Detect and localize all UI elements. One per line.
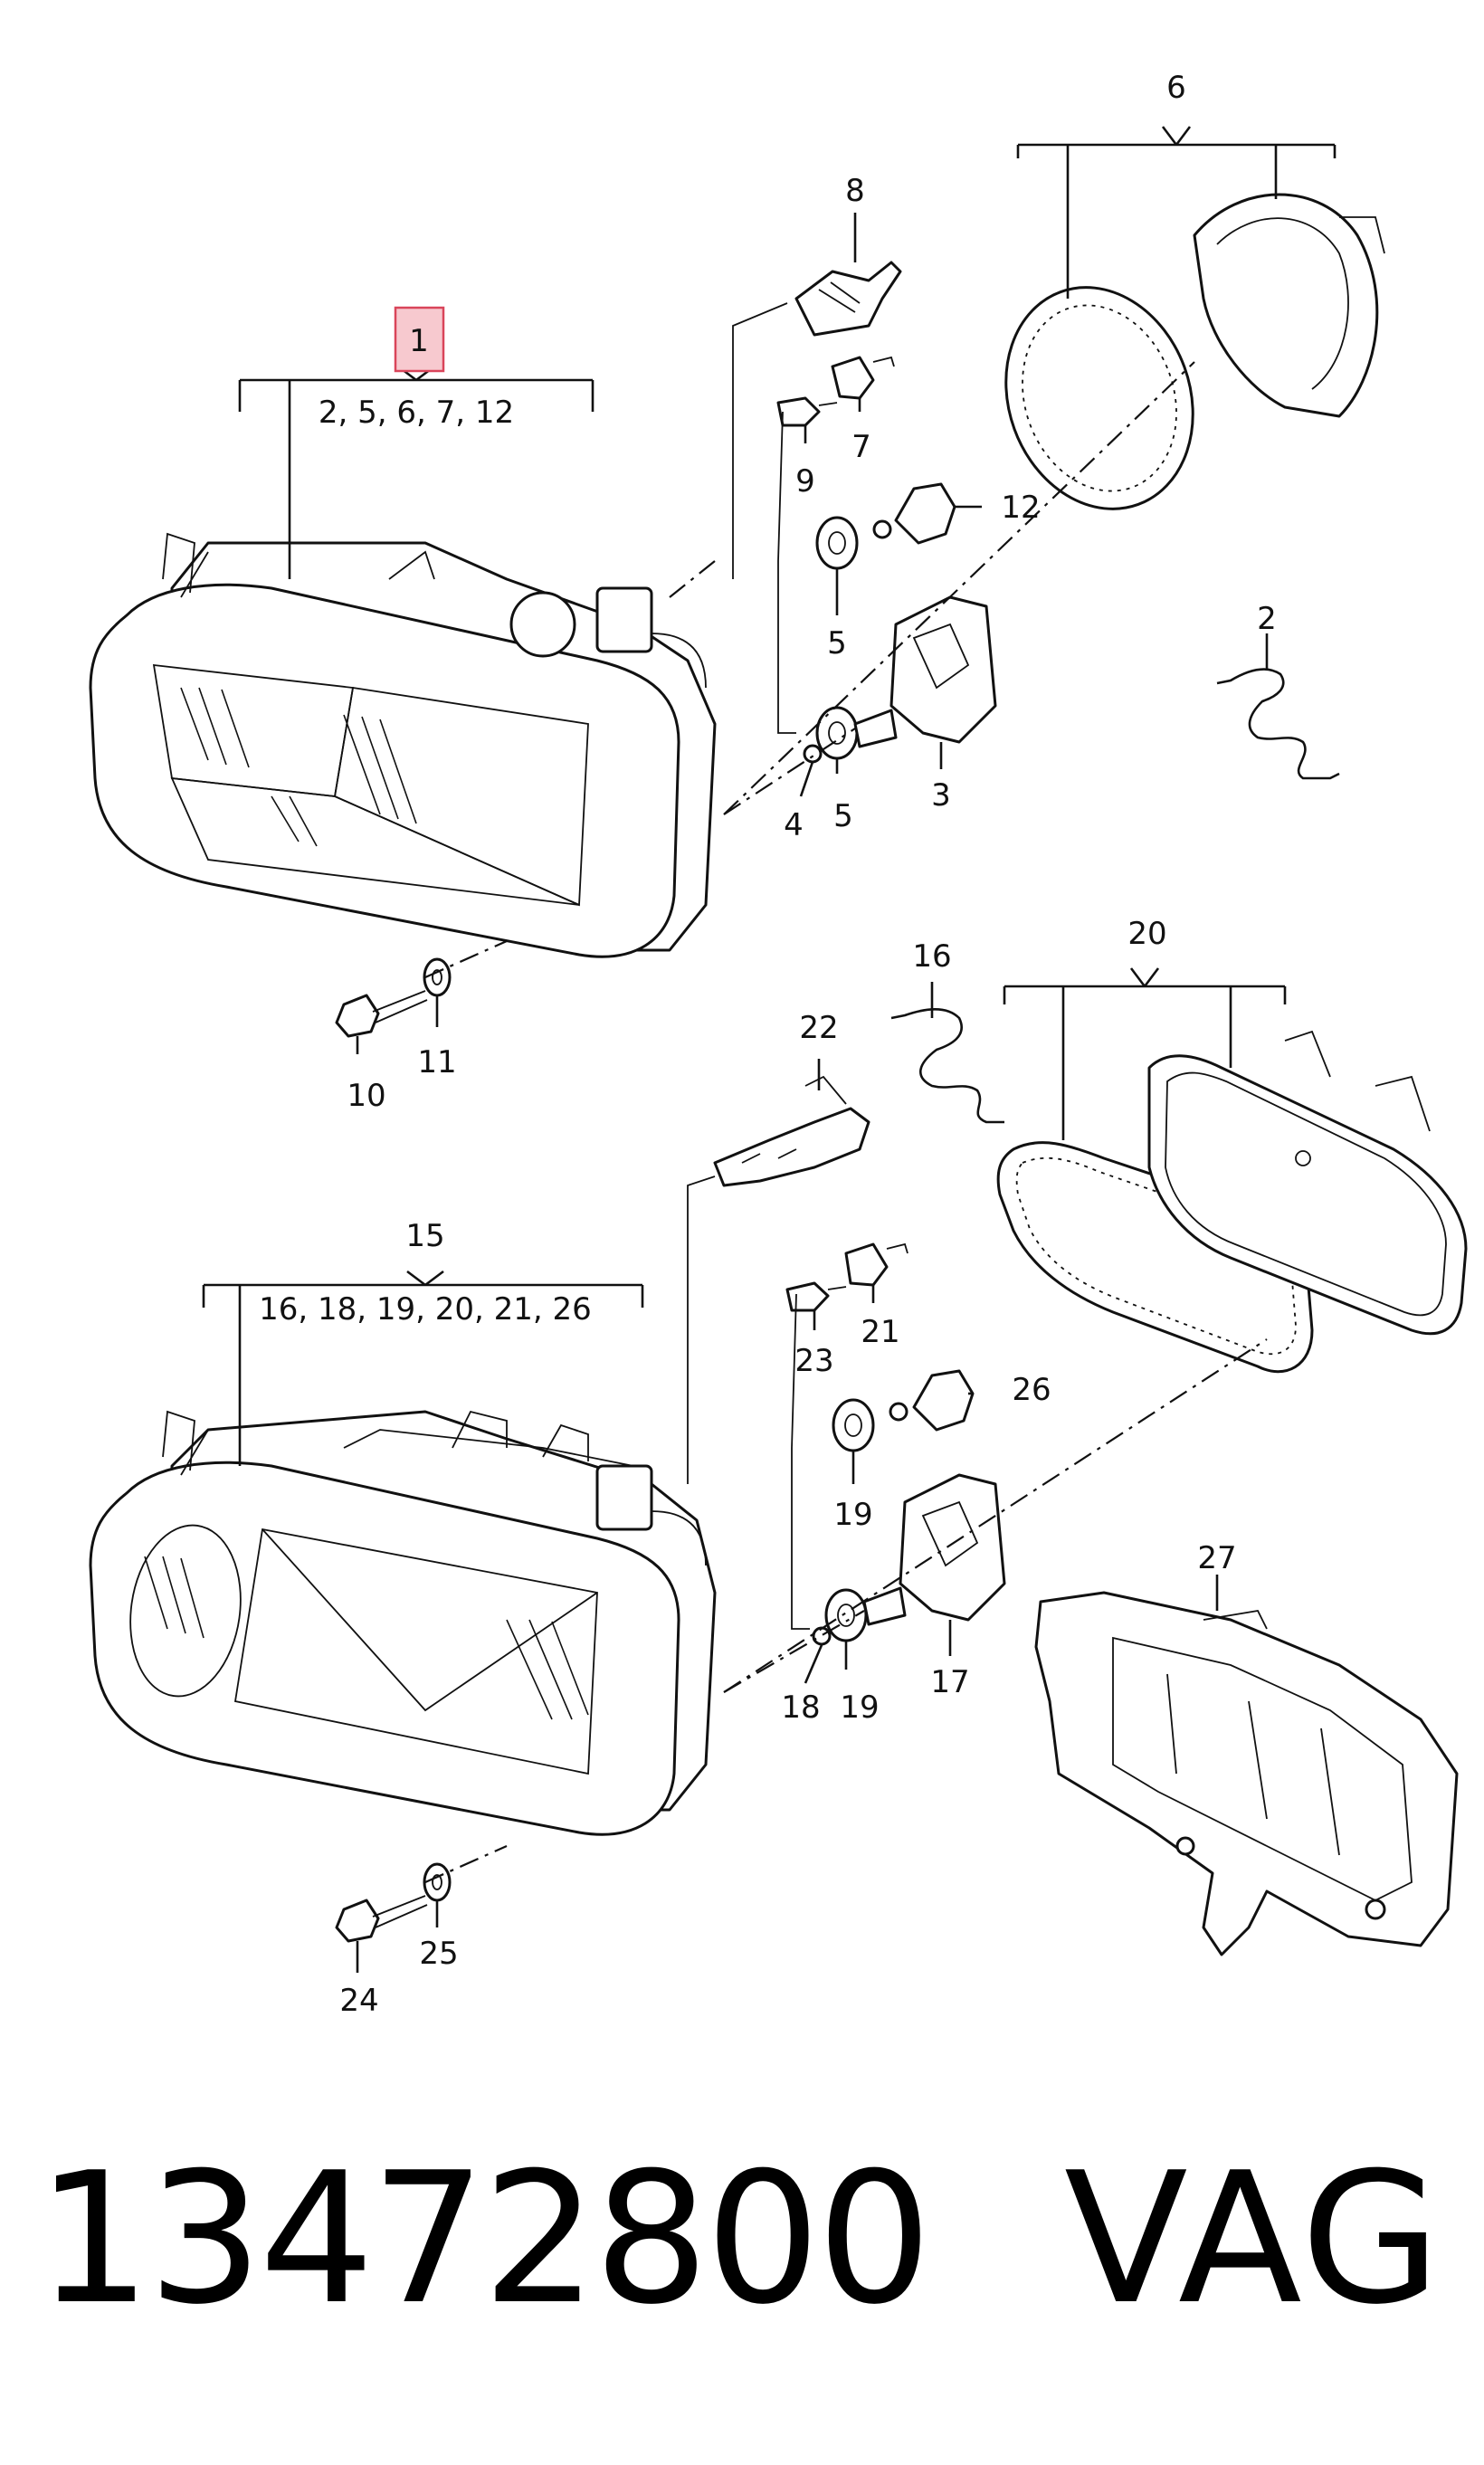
seal-ring-6 [1004,286,1194,510]
headlamp-upper [89,532,717,958]
callout-10: 10 [347,1078,385,1114]
callout-1-label: 1 [409,323,429,359]
headlamp-lower [89,1410,717,1836]
callout-16: 16 [912,938,951,975]
bulb-7 [831,356,895,400]
axis-upper-socket [723,728,856,815]
callout-22: 22 [799,1010,838,1046]
callout-20: 20 [1127,916,1166,952]
callout-27: 27 [1197,1540,1236,1576]
callout-2: 2 [1257,601,1277,637]
callout-3: 3 [931,777,951,814]
callout-5a: 5 [827,625,847,661]
callout-1: 1 [394,306,445,373]
washer-25 [423,1862,452,1902]
axis-lower-socket [723,1610,865,1693]
leaders-lower [202,967,1287,1973]
socket-3 [853,595,997,748]
brand-name: VAG [1063,2134,1443,2345]
callout-5b: 5 [833,798,853,834]
callout-8: 8 [845,173,865,209]
ring-5b [815,706,859,760]
callout-1-subitems: 2, 5, 6, 7, 12 [319,395,514,431]
callout-19a: 19 [833,1497,872,1533]
callout-19b: 19 [840,1689,879,1726]
callout-18: 18 [781,1689,820,1726]
axis-lower-main [723,1338,1268,1693]
axis-lower-screw [424,1844,508,1884]
callout-25: 25 [419,1936,458,1972]
cap-ring-6 [1193,193,1385,418]
screw-10 [335,990,428,1038]
screw-24 [335,1895,428,1943]
ring-19b [824,1588,868,1642]
wire-2 [1216,668,1340,780]
housing-20 [1147,1030,1468,1336]
callout-15: 15 [405,1218,444,1254]
callout-17: 17 [930,1664,969,1700]
callout-15-subitems: 16, 18, 19, 20, 21, 26 [259,1291,592,1328]
gasket-20 [996,1141,1314,1374]
bulb-23 [785,1281,847,1312]
bulb-21 [844,1242,908,1287]
footer: 13472800 VAG [36,2131,1448,2348]
bulb-22 [713,1075,870,1187]
ring-5a [815,516,859,570]
callout-23: 23 [794,1343,833,1379]
axis-upper-screw [424,939,508,979]
callout-1-highlight [394,306,445,373]
wire-16 [890,1007,1004,1124]
callout-21: 21 [861,1314,899,1350]
callout-9: 9 [795,463,815,500]
callout-24: 24 [339,1983,378,2019]
washer-11 [423,957,452,997]
ball-18 [812,1626,832,1646]
socket-17 [862,1473,1006,1626]
bracket-27 [1034,1591,1459,1956]
leaders-upper [238,126,1337,1054]
bulb-9 [776,396,838,427]
callout-4: 4 [784,807,804,843]
callout-12: 12 [1001,490,1040,526]
axis-upper-main [723,361,1195,815]
ball-4 [803,744,823,764]
axis-upper-bulb [669,560,716,598]
callout-7: 7 [851,429,871,465]
callout-6: 6 [1166,70,1186,106]
bulb-12 [872,482,956,545]
bulb-8 [794,261,902,337]
ring-19a [832,1398,875,1452]
bulb-26 [889,1369,975,1432]
callout-11: 11 [417,1044,456,1080]
callout-26: 26 [1012,1372,1051,1408]
part-number: 13472800 [36,2134,932,2345]
